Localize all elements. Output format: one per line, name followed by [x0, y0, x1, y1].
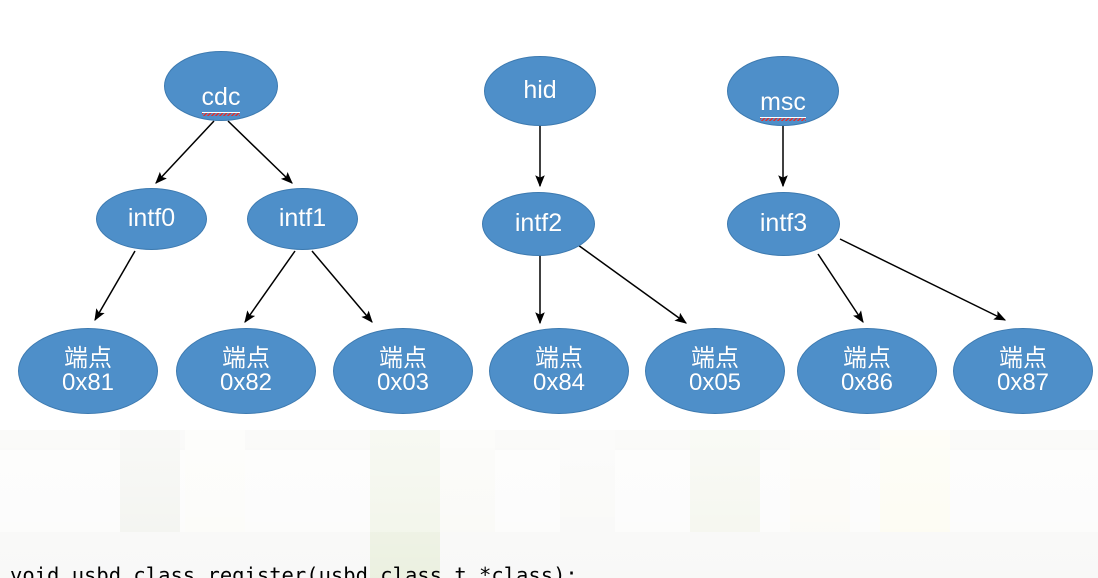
node-class-cdc[interactable]: cdc	[164, 51, 278, 121]
node-label: msc	[760, 65, 806, 120]
node-endpoint-0x84[interactable]: 端点 0x84	[489, 328, 629, 414]
code-type: usbd_class_t	[319, 561, 467, 578]
node-label: intf3	[759, 209, 808, 238]
code-function-name: usbd_class_register	[72, 561, 307, 578]
node-endpoint-0x05[interactable]: 端点 0x05	[645, 328, 785, 414]
node-label: intf2	[514, 209, 563, 238]
node-endpoint-0x81[interactable]: 端点 0x81	[18, 328, 158, 414]
code-punct: (	[306, 563, 319, 578]
code-punct: );	[553, 563, 578, 578]
node-class-msc[interactable]: msc	[727, 56, 839, 126]
node-endpoint-0x87[interactable]: 端点 0x87	[953, 328, 1093, 414]
node-label: 端点 0x86	[840, 344, 894, 396]
node-interface-intf3[interactable]: intf3	[727, 192, 840, 256]
edge-cdc-intf0	[155, 120, 215, 184]
node-endpoint-0x82[interactable]: 端点 0x82	[176, 328, 316, 414]
node-label: 端点 0x03	[376, 344, 430, 396]
edge-intf3-ep86	[817, 253, 864, 324]
edge-intf1-ep82	[244, 250, 296, 323]
node-endpoint-0x86[interactable]: 端点 0x86	[797, 328, 937, 414]
node-label: hid	[523, 76, 557, 105]
node-label: intf1	[278, 204, 327, 233]
edge-intf3-ep87	[839, 238, 1007, 321]
node-label: cdc	[201, 60, 241, 115]
node-label: 端点 0x05	[688, 344, 742, 396]
node-interface-intf0[interactable]: intf0	[96, 188, 207, 250]
node-label: 端点 0x82	[219, 344, 273, 396]
node-label: 端点 0x81	[61, 344, 115, 396]
api-code-block: void usbd_class_register(usbd_class_t *c…	[10, 477, 1090, 578]
edge-intf1-ep03	[311, 250, 373, 323]
edge-intf2-ep05	[577, 244, 687, 324]
edge-cdc-intf1	[227, 120, 293, 184]
node-label: 端点 0x84	[532, 344, 586, 396]
node-interface-intf2[interactable]: intf2	[482, 192, 595, 256]
node-class-hid[interactable]: hid	[484, 56, 596, 126]
spellcheck-underline: cdc	[201, 83, 241, 115]
node-label: intf0	[127, 204, 176, 233]
node-endpoint-0x03[interactable]: 端点 0x03	[333, 328, 473, 414]
node-interface-intf1[interactable]: intf1	[247, 188, 358, 250]
node-label: 端点 0x87	[996, 344, 1050, 396]
code-param: *class	[466, 563, 554, 578]
spellcheck-underline: msc	[760, 88, 806, 120]
edge-intf0-ep81	[94, 250, 136, 322]
code-keyword: void	[10, 563, 72, 578]
code-line-1: void usbd_class_register(usbd_class_t *c…	[10, 561, 1090, 578]
